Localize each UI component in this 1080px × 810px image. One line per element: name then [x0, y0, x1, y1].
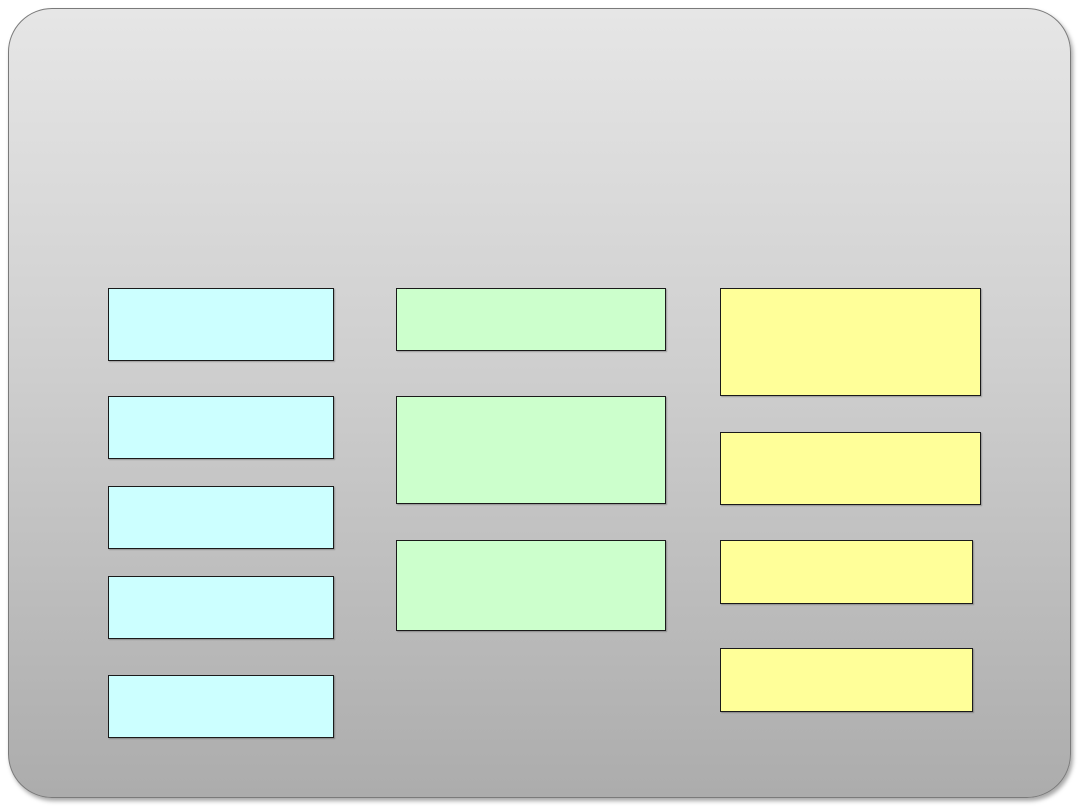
col2-box-3 — [396, 540, 666, 631]
col1-box-3 — [108, 486, 334, 549]
col1-box-5 — [108, 675, 334, 738]
col3-box-4 — [720, 648, 973, 712]
col3-box-2 — [720, 432, 981, 505]
col2-box-2 — [396, 396, 666, 504]
col1-box-4 — [108, 576, 334, 639]
col3-box-3 — [720, 540, 973, 604]
col2-box-1 — [396, 288, 666, 351]
col1-box-2 — [108, 396, 334, 459]
col3-box-1 — [720, 288, 981, 396]
col1-box-1 — [108, 288, 334, 361]
